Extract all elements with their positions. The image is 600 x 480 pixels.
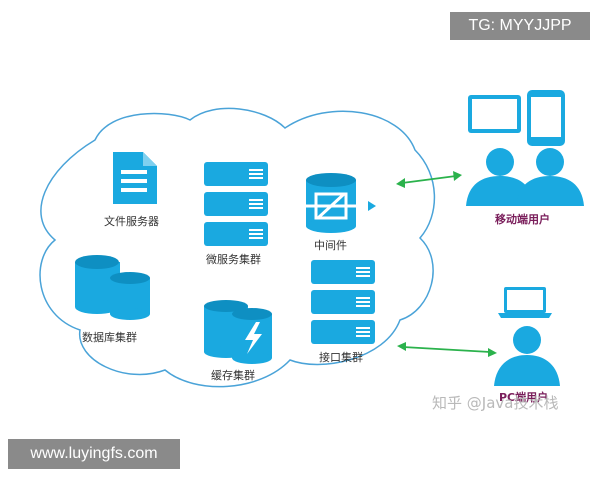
monitor-icon (468, 95, 521, 133)
mobile-users-icon (466, 148, 584, 206)
api-cluster-label: 接口集群 (319, 351, 363, 364)
database-icon (75, 255, 150, 320)
middleware-icon (298, 173, 376, 233)
laptop-icon (498, 287, 552, 318)
server-stack-icon (204, 162, 268, 246)
zhihu-watermark: 知乎 @Java技术栈 (432, 394, 559, 412)
cache-icon (204, 300, 272, 364)
pc-connection-arrow (397, 342, 497, 357)
file-server-label: 文件服务器 (104, 215, 159, 228)
tg-badge: TG: MYYJJPP (450, 12, 590, 40)
mobile-connection-arrow (396, 171, 462, 188)
pc-users-label: PC端用户 (499, 391, 549, 404)
url-badge: www.luyingfs.com (8, 439, 180, 469)
api-server-stack-icon (311, 260, 375, 344)
mobile-users-label: 移动端用户 (495, 213, 550, 226)
document-icon (113, 152, 157, 204)
database-cluster-label: 数据库集群 (82, 331, 137, 344)
phone-icon (527, 90, 565, 146)
cache-cluster-label: 缓存集群 (211, 369, 255, 382)
pc-user-icon (494, 326, 560, 386)
microservice-cluster-label: 微服务集群 (206, 253, 261, 266)
middleware-label: 中间件 (314, 239, 347, 252)
